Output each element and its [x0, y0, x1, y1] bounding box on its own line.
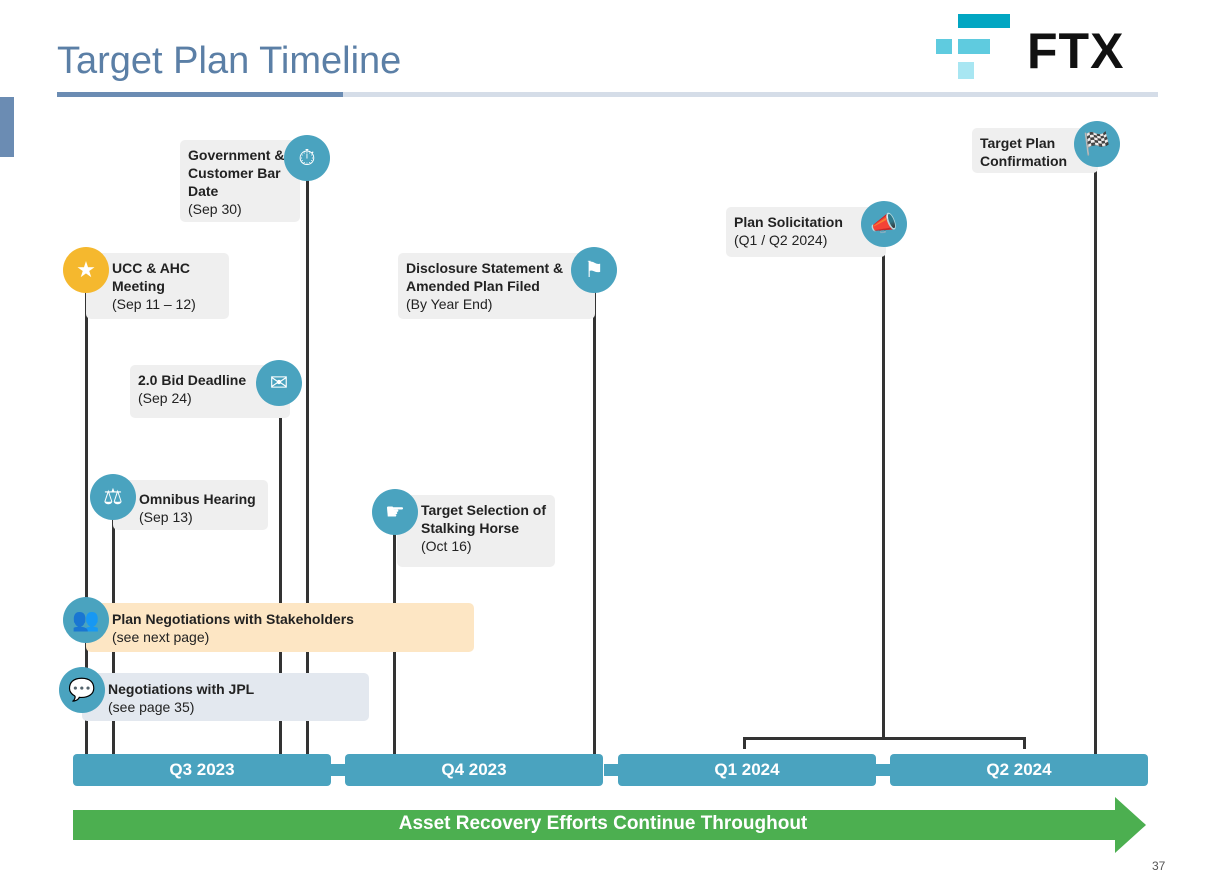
- asset-recovery-label: Asset Recovery Efforts Continue Througho…: [398, 813, 808, 834]
- workstream-title: Plan Negotiations with Stakeholders: [112, 611, 354, 627]
- event-callout: Target Selection of Stalking Horse (Oct 1…: [397, 495, 555, 567]
- flag-icon: ⚑: [571, 247, 617, 293]
- event-date: (Sep 13): [139, 509, 193, 525]
- event-line: [279, 405, 282, 755]
- event-line: [593, 290, 596, 755]
- event-title: Target Plan Confirmation: [980, 135, 1068, 169]
- event-title: Target Selection of Stalking Horse: [421, 502, 546, 536]
- quarter-connector: [876, 764, 892, 776]
- logo-text: FTX: [1027, 23, 1125, 79]
- page-title: Target Plan Timeline: [57, 40, 402, 82]
- event-title: Disclosure Statement & Amended Plan File…: [406, 260, 564, 294]
- event-date: (Oct 16): [421, 538, 472, 554]
- event-title: UCC & AHC Meeting: [112, 260, 191, 294]
- megaphone-icon: 📣: [861, 201, 907, 247]
- title-underline: [57, 92, 343, 97]
- page-number: 37: [1152, 859, 1166, 873]
- title-underline-light: [343, 92, 1158, 97]
- gavel-icon: ⚖: [90, 474, 136, 520]
- event-callout: Omnibus Hearing (Sep 13): [113, 480, 268, 530]
- event-date: (Sep 30): [188, 201, 242, 217]
- quarter-q1-2024: Q1 2024: [618, 754, 876, 786]
- asset-recovery-arrow: [73, 797, 1146, 853]
- workstream-bar: Negotiations with JPL (see page 35): [82, 673, 369, 721]
- chat-bubbles-icon: 💬: [59, 667, 105, 713]
- event-callout: Plan Solicitation (Q1 / Q2 2024): [726, 207, 886, 257]
- event-line: [85, 290, 88, 755]
- left-accent-bar: [0, 97, 14, 157]
- event-title: Plan Solicitation: [734, 214, 843, 230]
- event-title: Omnibus Hearing: [139, 491, 256, 507]
- quarter-q3-2023: Q3 2023: [73, 754, 331, 786]
- event-date: (Sep 11 – 12): [112, 296, 196, 312]
- workstream-bar: Plan Negotiations with Stakeholders (see …: [86, 603, 474, 652]
- quarter-q2-2024: Q2 2024: [890, 754, 1148, 786]
- event-callout: Disclosure Statement & Amended Plan File…: [398, 253, 595, 319]
- quarter-connector: [331, 764, 347, 776]
- checkered-flags-icon: 🏁: [1074, 121, 1120, 167]
- meeting-icon: 👥: [63, 597, 109, 643]
- event-line: [882, 245, 885, 738]
- event-date: (Q1 / Q2 2024): [734, 232, 828, 248]
- star-icon: ★: [63, 247, 109, 293]
- event-date: (Sep 24): [138, 390, 192, 406]
- workstream-title: Negotiations with JPL: [108, 681, 255, 697]
- event-date: (By Year End): [406, 296, 493, 312]
- event-title: 2.0 Bid Deadline: [138, 372, 247, 388]
- solicitation-bracket: [743, 737, 1026, 749]
- quarter-q4-2023: Q4 2023: [345, 754, 603, 786]
- event-line: [1094, 165, 1097, 755]
- stopwatch-icon: ⏱: [284, 135, 330, 181]
- event-title: Government & Customer Bar Date: [188, 147, 285, 199]
- event-line: [306, 180, 309, 755]
- event-callout: UCC & AHC Meeting (Sep 11 – 12): [86, 253, 229, 319]
- workstream-note: (see next page): [112, 629, 210, 645]
- workstream-note: (see page 35): [108, 699, 195, 715]
- quarter-connector: [604, 764, 620, 776]
- pointing-hand-icon: ☛: [372, 489, 418, 535]
- inbox-check-icon: ✉: [256, 360, 302, 406]
- event-callout: Government & Customer Bar Date (Sep 30): [180, 140, 300, 222]
